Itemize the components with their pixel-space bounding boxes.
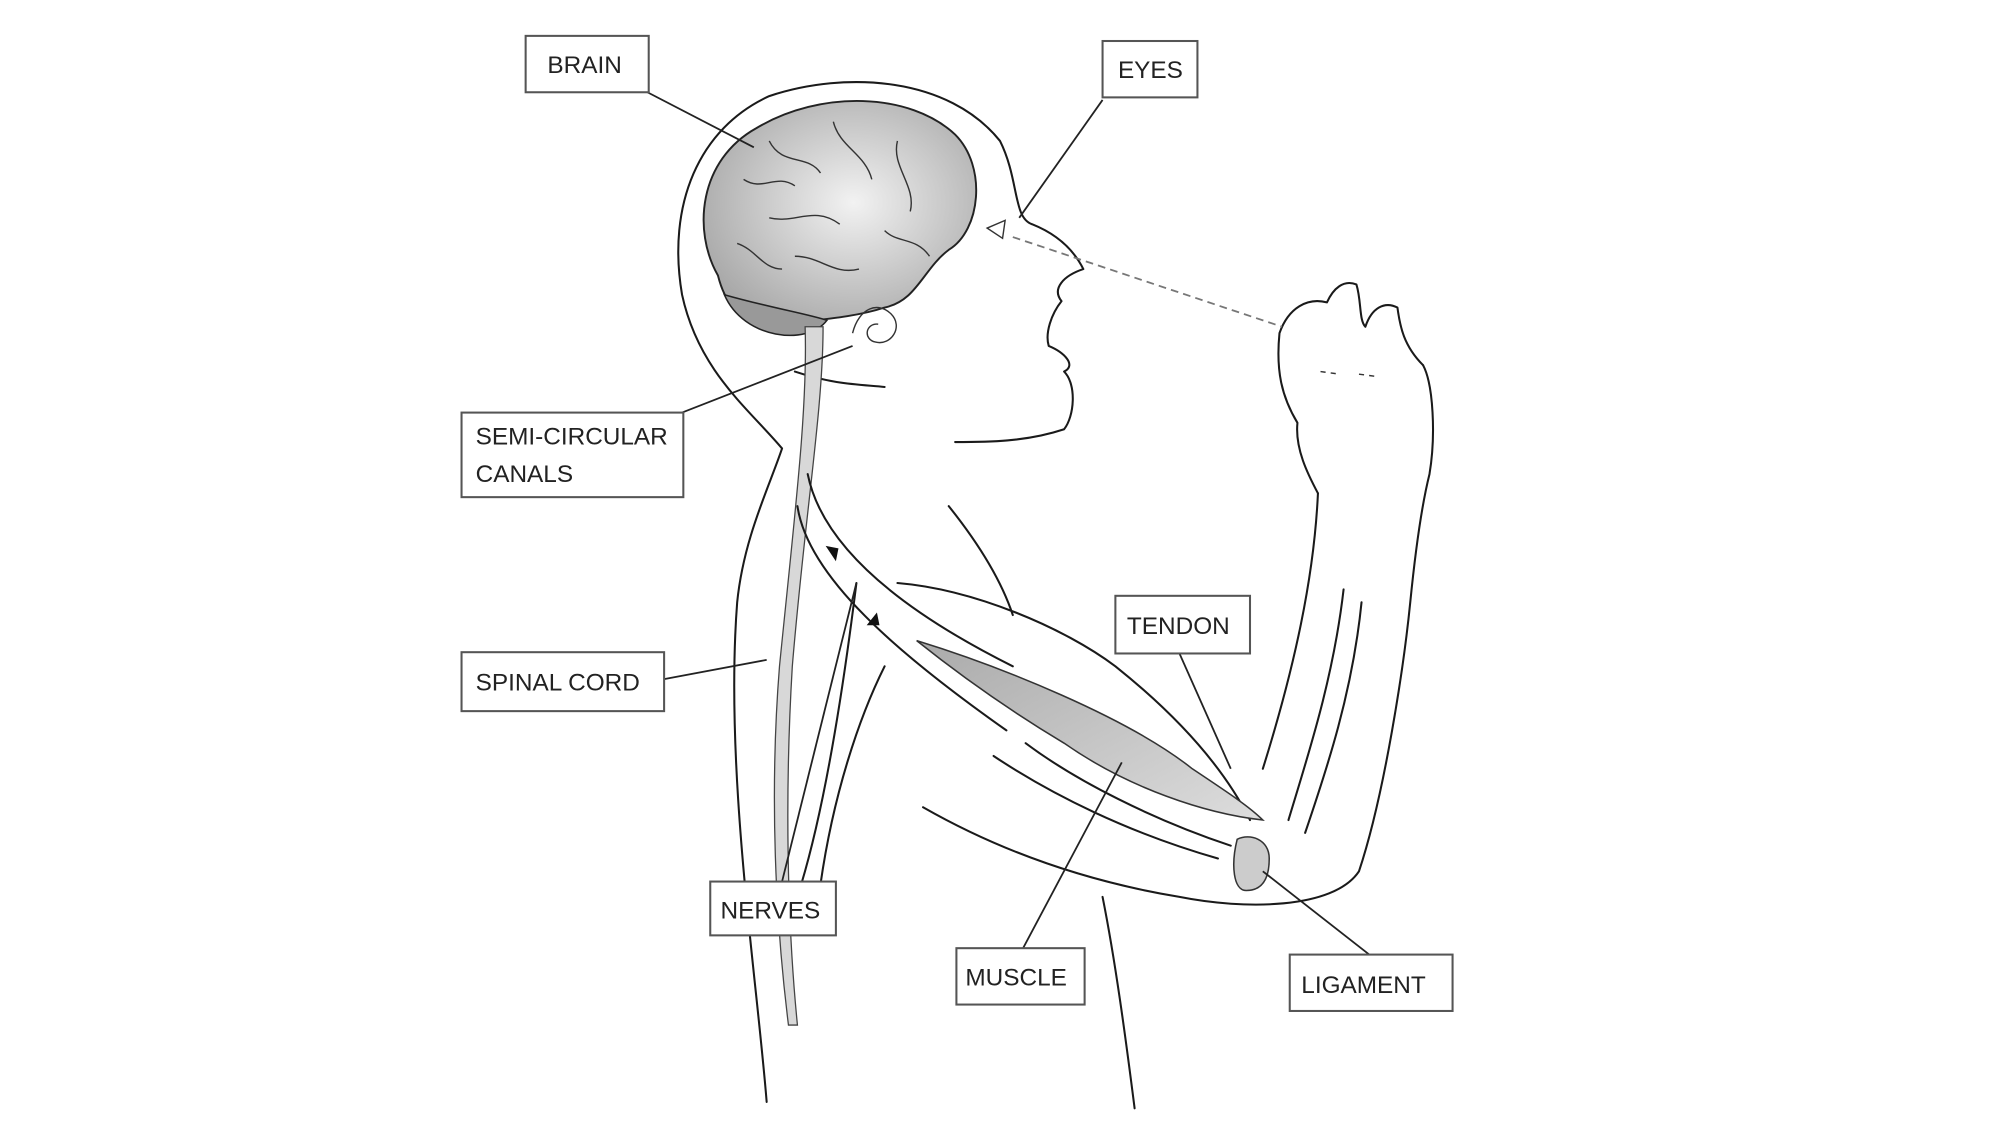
semi-circular-canals: [851, 306, 897, 344]
hand: [1277, 282, 1425, 495]
label-ligament: LIGAMENT: [1288, 953, 1454, 1012]
nerve-pathways: [796, 473, 1014, 886]
muscle: [916, 639, 1265, 822]
label-brain: BRAIN: [524, 34, 650, 94]
label-text: SPINAL CORD: [476, 670, 640, 697]
label-text: LIGAMENT: [1301, 972, 1426, 999]
label-text: CANALS: [476, 461, 573, 488]
eye: [985, 219, 1007, 240]
brain: [702, 100, 978, 337]
label-eyes: EYES: [1101, 39, 1199, 99]
leader-lines: [647, 91, 1370, 956]
spinal-cord: [773, 326, 824, 1026]
label-semi-circular-canals: SEMI-CIRCULAR CANALS: [460, 411, 685, 499]
label-spinal-cord: SPINAL CORD: [460, 651, 666, 713]
label-nerves: NERVES: [709, 880, 837, 937]
label-text: BRAIN: [547, 52, 621, 79]
label-text: NERVES: [721, 898, 821, 925]
line-of-sight: [1012, 236, 1283, 328]
label-text: SEMI-CIRCULAR: [476, 424, 668, 451]
label-text: MUSCLE: [965, 964, 1066, 991]
label-tendon: TENDON: [1114, 594, 1252, 655]
label-text: EYES: [1118, 57, 1183, 84]
label-muscle: MUSCLE: [955, 947, 1086, 1006]
ligament: [1233, 836, 1271, 892]
label-text: TENDON: [1127, 613, 1230, 640]
